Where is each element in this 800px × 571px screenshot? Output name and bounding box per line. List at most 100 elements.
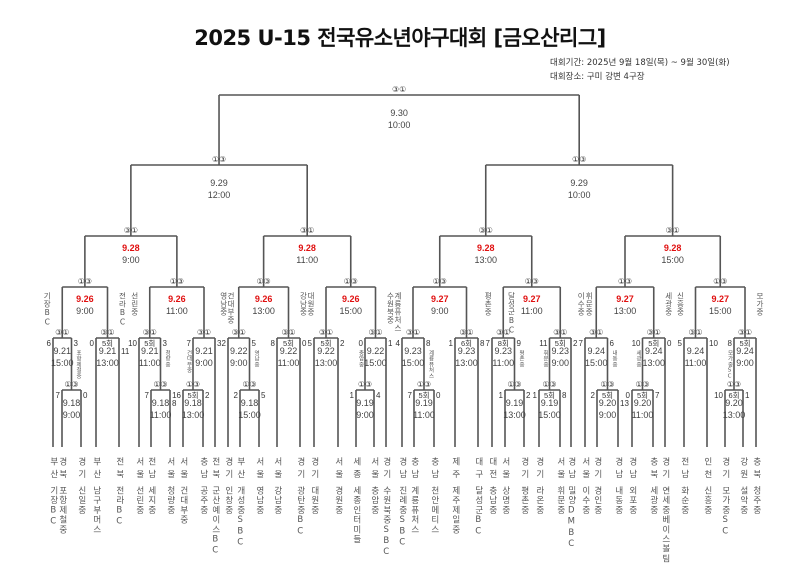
team-region: 경기	[592, 457, 603, 482]
match-seed-marks: ③①	[391, 85, 407, 94]
match-date: 9.27	[430, 294, 449, 304]
match-inning: 6회	[460, 339, 473, 348]
match-score-right: 8	[480, 339, 485, 348]
match-date: 9.27	[711, 294, 730, 304]
winner-label-right: 내동중	[611, 350, 617, 368]
match-seed-marks: ①③	[507, 380, 522, 389]
team-region: 충북	[648, 457, 659, 482]
winner-label-right: 달성군BC	[507, 292, 516, 335]
team-region: 경기	[381, 457, 392, 482]
match-time: 15:00	[584, 358, 608, 368]
team-name: 연세중베이스볼팀	[660, 486, 671, 564]
match-date: 9.21	[195, 346, 213, 356]
match-score-left: 0	[358, 339, 363, 348]
team-name: 세광중	[648, 486, 659, 516]
match-score-right: 3	[217, 339, 222, 348]
match-time: 15:00	[339, 306, 363, 316]
team-region: 경기	[309, 457, 320, 482]
match-score-right: 0	[667, 339, 672, 348]
team-name: 달성군BC	[473, 486, 484, 538]
match-time: 11:00	[149, 410, 172, 420]
match-inning: 5회	[282, 339, 295, 348]
match-date: 9.23	[457, 346, 476, 356]
match-score-left: 7	[485, 339, 490, 348]
winner-label-left: 충암중	[357, 350, 364, 368]
match-date: 9.26	[254, 294, 273, 304]
team-region: 서울	[580, 457, 591, 482]
match-date: 9.22	[317, 346, 335, 356]
match-time: 15:00	[364, 358, 387, 368]
match-score-left: 2	[221, 339, 226, 348]
match-seed-marks: ①③	[153, 380, 168, 389]
team-name: 광탄중BC	[295, 486, 306, 538]
match-time: 13:00	[642, 358, 666, 368]
match-seed-marks: ①③	[343, 277, 358, 286]
match-score-left: 10	[714, 391, 723, 400]
team-name: 공주중	[198, 486, 209, 516]
match-time: 9:00	[430, 306, 449, 316]
winner-label-left: 이수중	[576, 292, 586, 316]
team-region: 충남	[198, 457, 209, 482]
match-inning: 8회	[497, 339, 509, 348]
match-score-right: 2	[205, 391, 210, 400]
match-time: 13:00	[613, 306, 637, 316]
match-date: 9.19	[415, 398, 433, 408]
match-seed-marks: ③①	[405, 328, 421, 337]
match-time: 11:00	[277, 358, 300, 368]
team-region: 경기	[534, 457, 545, 482]
team-name: 선린중	[134, 486, 145, 516]
match-score-right: 3	[162, 339, 167, 348]
match-seed-marks: ①③	[256, 277, 271, 286]
team-name: 전라BC	[114, 486, 125, 528]
winner-label-right: 평촌중	[518, 350, 524, 368]
match-score-right: 0	[83, 391, 88, 400]
team-region: 전북	[114, 457, 125, 482]
match-score-right: 8	[172, 399, 177, 408]
match-seed-marks: ③①	[300, 226, 315, 235]
match-inning: 5회	[648, 339, 660, 348]
match-date: 9.24	[686, 346, 705, 356]
winner-label-left: 신흥중	[676, 292, 685, 316]
match-seed-marks: ③①	[100, 328, 115, 337]
team-region: 부산	[48, 457, 59, 482]
team-name: 신흥중	[702, 486, 713, 516]
team-name: 설악중	[738, 486, 749, 516]
match-score-left: 1	[532, 391, 537, 400]
team-region: 경남	[613, 457, 624, 482]
match-date: 9.27	[522, 294, 541, 304]
match-score-right: 0	[436, 391, 441, 400]
winner-label-right: 포항제철중	[75, 350, 81, 379]
match-score-right: 3	[73, 339, 78, 348]
team-region: 서울	[333, 457, 344, 482]
match-date: 9.20	[598, 398, 617, 408]
match-score-right: 8	[426, 339, 431, 348]
match-seed-marks: ①③	[726, 380, 742, 389]
match-time: 15:00	[661, 255, 684, 265]
match-date: 9.18	[151, 398, 170, 408]
team-region: 서울	[165, 457, 176, 482]
winner-label-left: 휘문중	[542, 350, 548, 368]
match-seed-marks: ③①	[55, 328, 70, 337]
match-date: 9.19	[505, 398, 524, 408]
team-name: 수원북중SBC	[381, 486, 392, 559]
match-time: 15:00	[708, 306, 732, 316]
winner-label-left: 기장BC	[42, 292, 52, 327]
match-score-right: 4	[376, 391, 381, 400]
tournament-venue: 대회장소: 구미 강변 4구장	[550, 72, 645, 82]
match-score-left: 7	[578, 339, 583, 348]
match-time: 13:00	[474, 255, 498, 265]
team-name: 기장BC	[48, 486, 59, 528]
match-time: 11:00	[492, 358, 515, 368]
team-name: 충암중	[369, 486, 380, 516]
team-region: 제주	[450, 457, 461, 482]
match-time: 9:00	[598, 410, 617, 420]
winner-label-left: 선린중	[130, 292, 140, 316]
team-name: 포항제철중	[57, 486, 68, 535]
match-date: 9.26	[341, 294, 360, 304]
match-time: 15:00	[538, 410, 561, 420]
team-name: 화순중	[679, 486, 690, 516]
match-score-left: 7	[407, 391, 412, 400]
match-score-right: 2	[340, 339, 345, 348]
match-seed-marks: ①③	[185, 380, 201, 389]
